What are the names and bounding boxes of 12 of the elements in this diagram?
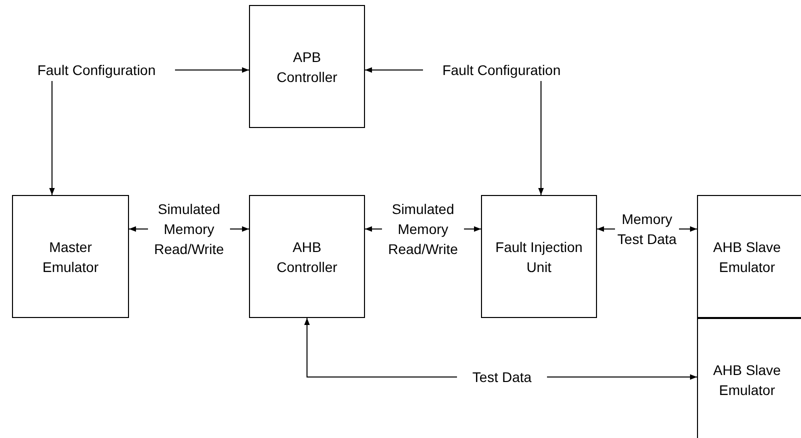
process-box: AHB Slave Emulator — [697, 195, 801, 318]
process-box: Master Emulator — [12, 195, 129, 318]
arrow — [49, 80, 55, 196]
arrow — [364, 67, 424, 73]
process-box: AHB Slave Emulator — [697, 318, 801, 438]
input-label: Fault Configuration — [18, 59, 175, 81]
arrow — [538, 80, 544, 196]
arrow — [174, 67, 250, 73]
process-box: AHB Controller — [249, 195, 365, 318]
input-label: Fault Configuration — [423, 59, 580, 81]
process-box: APB Controller — [249, 5, 365, 128]
process-box: Fault Injection Unit — [481, 195, 597, 318]
